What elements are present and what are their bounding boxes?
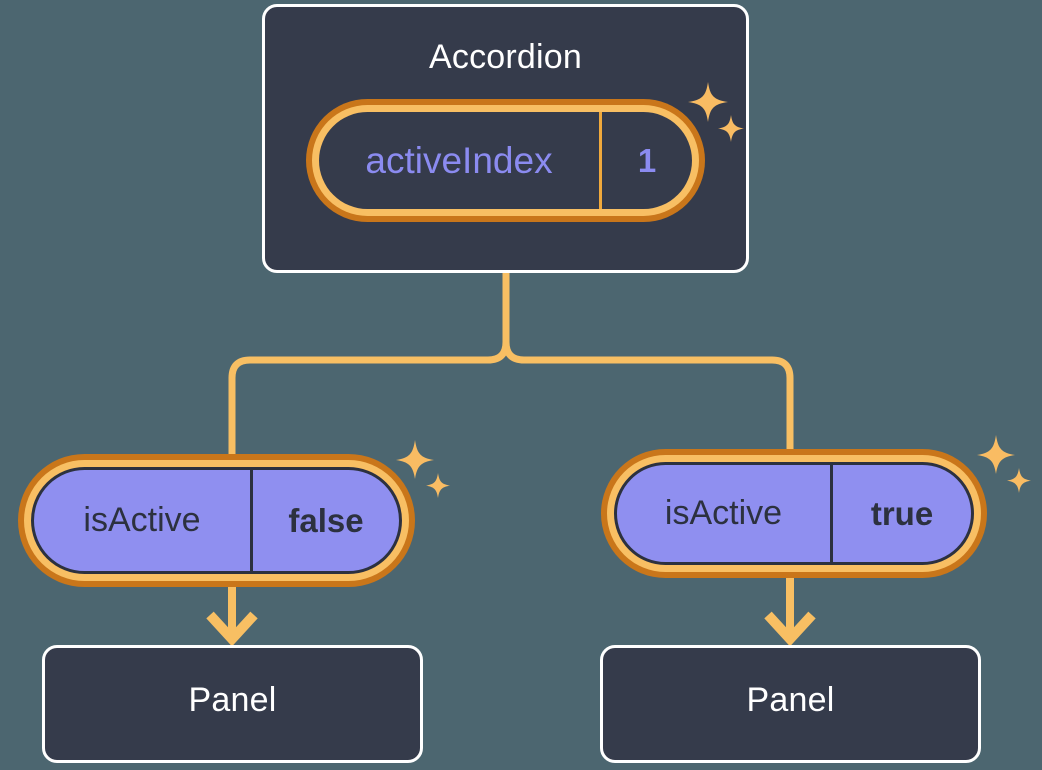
accordion-title: Accordion (429, 38, 582, 76)
prop-pill-is-active-false[interactable]: isActive false (18, 454, 415, 587)
component-box-panel-left[interactable]: Panel (42, 645, 423, 763)
prop-pill-body: activeIndex 1 (319, 112, 692, 209)
prop-pill-ring-inner: activeIndex 1 (312, 105, 699, 216)
panel-left-title: Panel (188, 681, 277, 719)
arrow-head-right-panel (764, 611, 816, 647)
sparkle-small-icon (426, 473, 450, 498)
sparkle-large-icon (977, 435, 1015, 474)
prop-pill-is-active-true[interactable]: isActive true (601, 449, 987, 578)
panel-right-title: Panel (746, 681, 835, 719)
prop-key-is-active-true: isActive (617, 465, 833, 562)
prop-pill-active-index[interactable]: activeIndex 1 (306, 99, 705, 222)
component-box-panel-right[interactable]: Panel (600, 645, 981, 763)
sparkle-large-icon (396, 440, 434, 479)
prop-key-active-index: activeIndex (319, 112, 602, 209)
prop-pill-ring-inner: isActive true (607, 455, 981, 572)
prop-pill-body: isActive true (614, 462, 974, 565)
connector-root-to-branches (502, 269, 794, 456)
arrow-head-left-panel (206, 611, 258, 647)
prop-value-is-active-false: false (288, 501, 364, 539)
connector-root-to-branches-left (228, 338, 510, 462)
sparkle-small-icon (1007, 468, 1031, 493)
prop-pill-body: isActive false (31, 467, 402, 574)
prop-value-active-index: 1 (637, 141, 657, 179)
prop-pill-ring-inner: isActive false (24, 460, 409, 581)
prop-value-is-active-true: true (870, 494, 934, 532)
prop-key-is-active-false: isActive (34, 470, 253, 571)
